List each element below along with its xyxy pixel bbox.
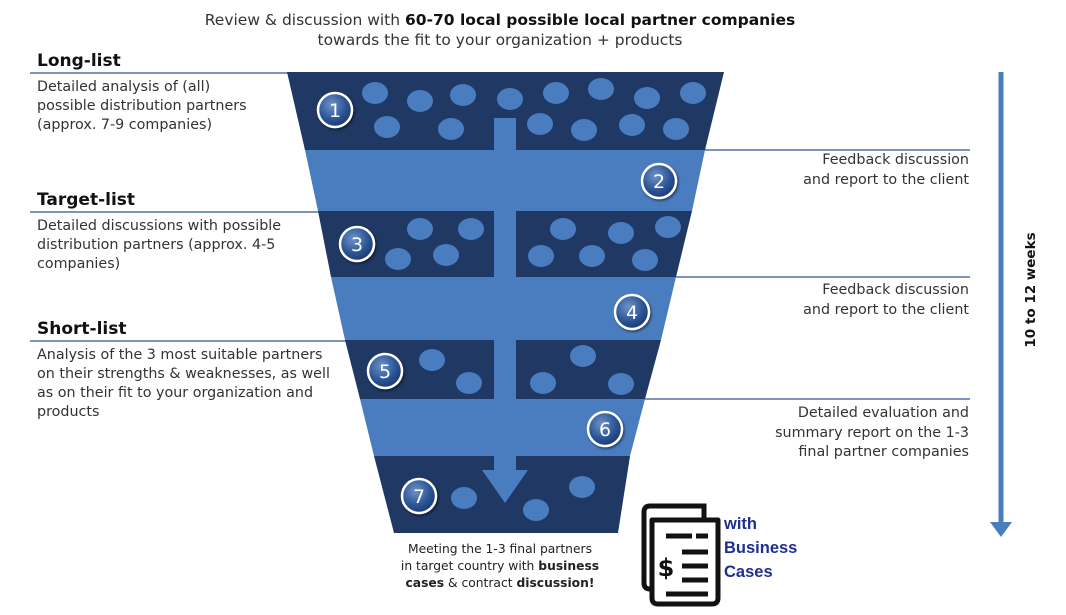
- step-circle-2: 2: [640, 162, 678, 200]
- step-number: 3: [351, 234, 363, 256]
- header-line-1: Review & discussion with 60-70 local pos…: [150, 11, 850, 29]
- section-desc-shortlist: Analysis of the 3 most suitable partners…: [37, 347, 330, 420]
- step-number: 4: [626, 302, 638, 324]
- timeline-arrow: [990, 72, 1012, 537]
- step-number: 5: [379, 361, 391, 383]
- step-number: 7: [413, 486, 425, 508]
- svg-text:$: $: [658, 554, 675, 582]
- step-number: 1: [329, 100, 341, 122]
- header-text: Review & discussion with: [204, 11, 406, 29]
- step-circles: 1 2 3 4 5 6 7: [316, 91, 678, 515]
- feedback-text-1: Feedback discussion and report to the cl…: [803, 152, 969, 188]
- step-circle-5: 5: [366, 352, 404, 390]
- step-circle-4: 4: [613, 293, 651, 331]
- feedback-text-2: Feedback discussion and report to the cl…: [803, 282, 969, 318]
- timeline-label-text: 10 to 12 weeks: [1023, 232, 1039, 347]
- partner-dots-targetlist: [385, 216, 681, 271]
- section-title-shortlist: Short-list: [37, 319, 127, 339]
- section-desc-targetlist: Detailed discussions with possible distr…: [37, 218, 282, 272]
- step-circle-7: 7: [400, 477, 438, 515]
- invoice-dollar-icon: $: [641, 503, 721, 607]
- partner-dots-shortlist: [419, 345, 634, 395]
- business-cases-label: with Business Cases: [724, 515, 798, 581]
- step-number: 2: [653, 171, 665, 193]
- step-circle-1: 1: [316, 91, 354, 129]
- bottom-note: Meeting the 1-3 final partners in target…: [400, 542, 600, 590]
- step-number: 6: [599, 419, 611, 441]
- timeline-label: 10 to 12 weeks: [1023, 232, 1039, 347]
- partner-dots-longlist: [362, 78, 706, 141]
- header-bold-text: 60-70 local possible local partner compa…: [405, 11, 796, 29]
- section-desc-longlist: Detailed analysis of (all) possible dist…: [37, 79, 247, 133]
- feedback-text-3: Detailed evaluation and summary report o…: [775, 405, 969, 460]
- header-line-2: towards the fit to your organization + p…: [317, 31, 683, 49]
- section-title-targetlist: Target-list: [37, 190, 136, 210]
- step-circle-3: 3: [338, 225, 376, 263]
- partner-dots-final: [451, 476, 595, 521]
- funnel-center-arrow: [482, 118, 528, 503]
- section-title-longlist: Long-list: [37, 51, 121, 71]
- step-circle-6: 6: [586, 410, 624, 448]
